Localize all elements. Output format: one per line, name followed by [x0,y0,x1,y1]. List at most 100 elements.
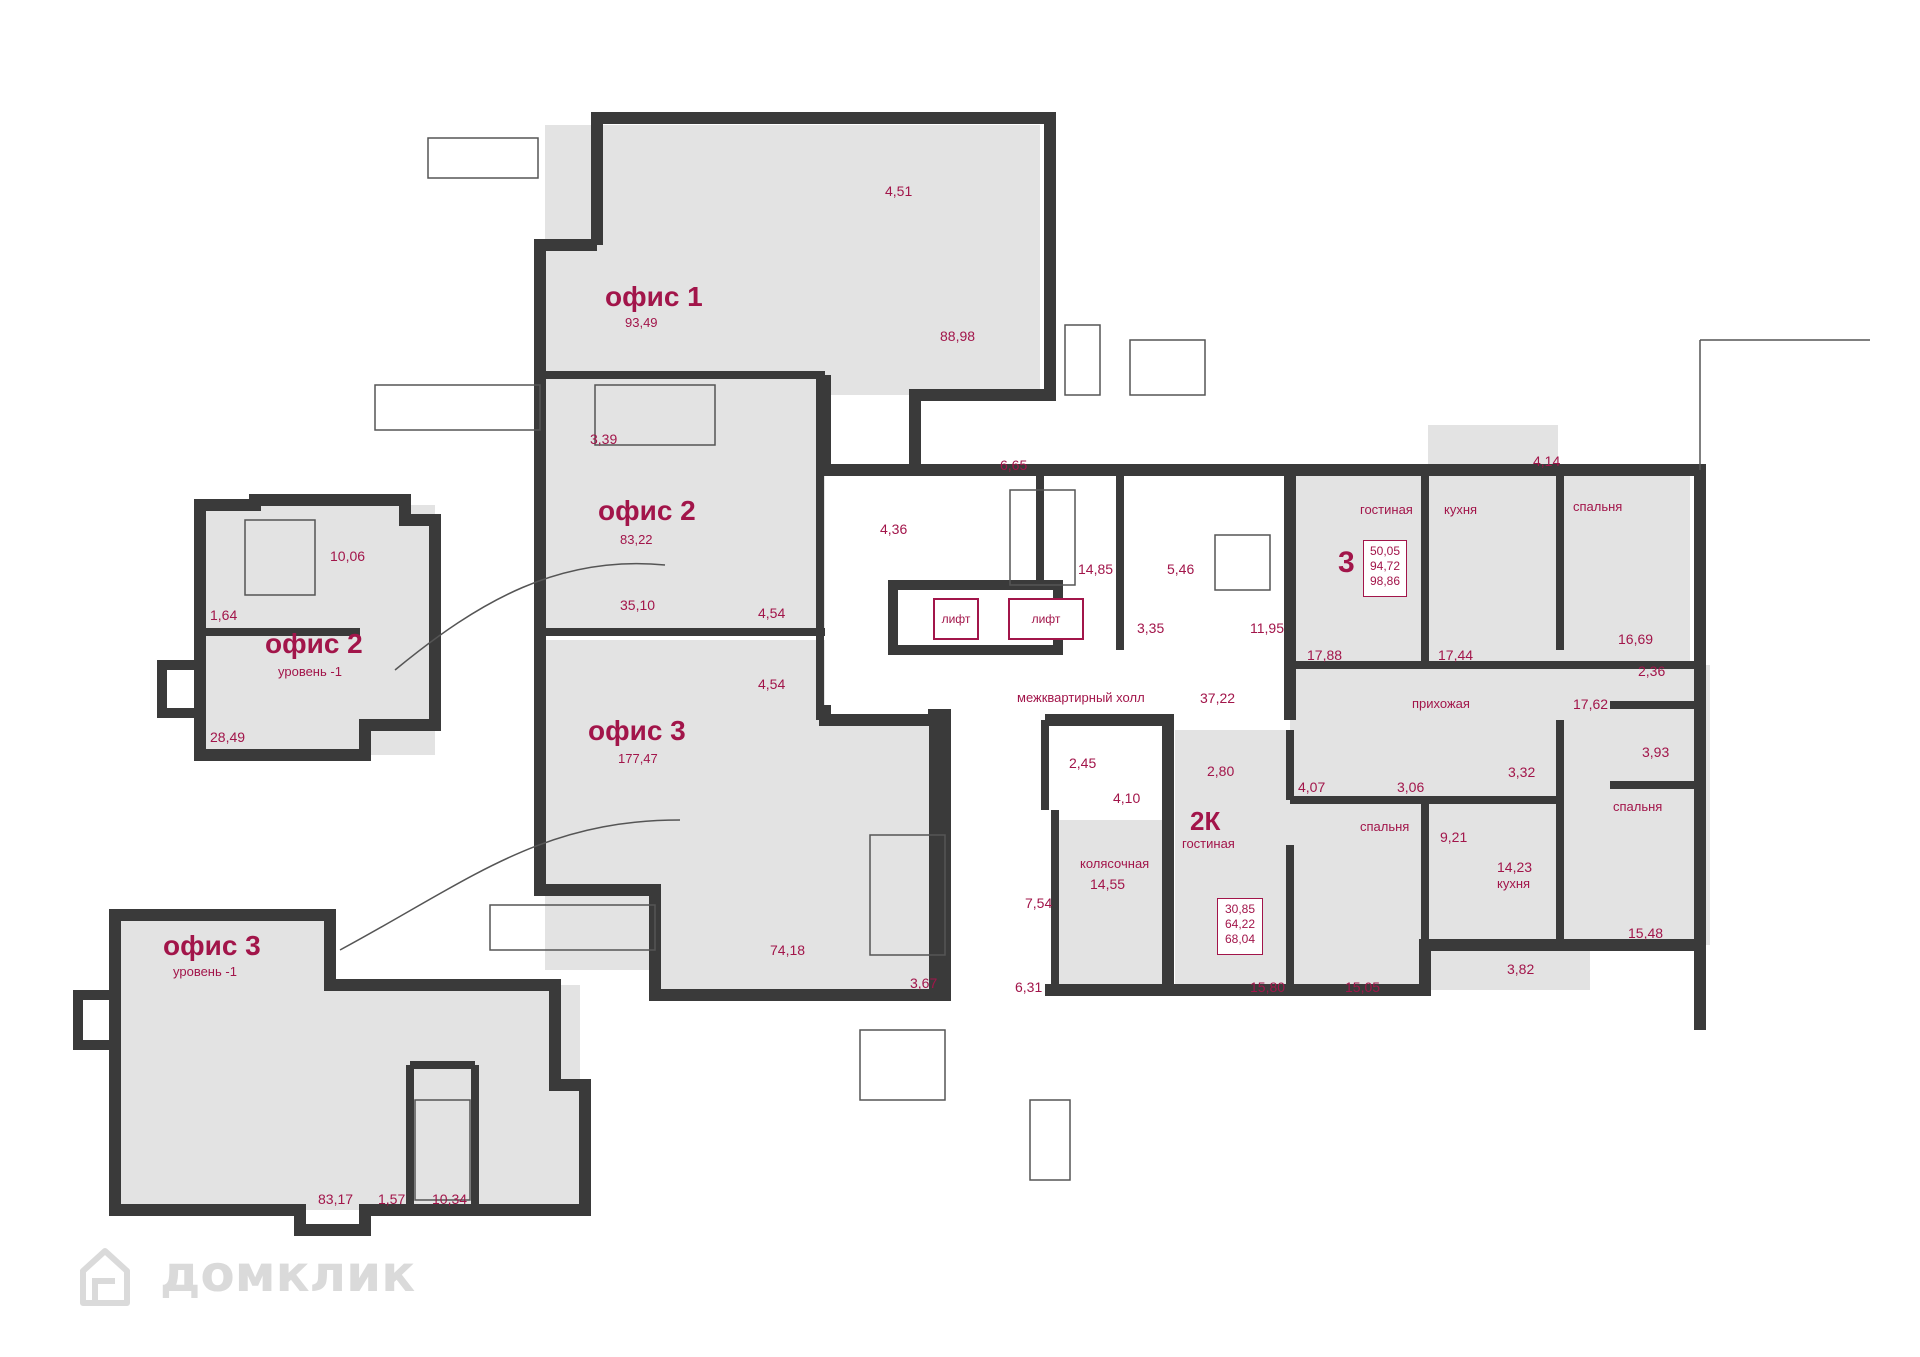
office3-lower-wall [109,909,591,1236]
area-a2-closet: 2,80 [1207,763,1235,779]
room-hall: межквартирный холл [1017,690,1145,705]
apt2k-totals: 30,85 64,22 68,04 [1217,898,1263,955]
apt2k-code: 2К [1190,806,1221,836]
apt3-code: 3 [1338,546,1355,579]
core-wall [915,464,1296,720]
apt3-total-living: 50,05 [1369,544,1401,558]
office3-total: 177,47 [618,751,658,766]
office3-lower-title: офис 3 [163,930,261,961]
office3-ext-wall [819,705,941,995]
apt2k-room-bed: спальня [1360,819,1410,834]
area-a2-living: 15,80 [1250,979,1286,995]
porch-1 [427,137,539,179]
area-corr-436: 4,36 [880,521,908,537]
area-wc-410: 4,10 [1113,790,1141,806]
office1-total: 93,49 [625,315,658,330]
area-a3-loggia: 4,14 [1533,453,1561,469]
apt3-room-bed1: спальня [1573,499,1623,514]
apt3-loggia-floor [1428,425,1558,470]
lift-2: лифт [1008,598,1084,640]
apt3-total-area: 94,72 [1369,559,1401,573]
area-wc-245: 2,45 [1069,755,1097,771]
area-o3l-small: 1,57 [378,1191,406,1207]
porch-2 [374,384,541,431]
office3-lower-window [73,990,120,1050]
area-vest-754: 7,54 [1025,895,1053,911]
stairs-top2 [1064,324,1101,396]
area-a3-hall: 17,62 [1573,696,1609,712]
apt2k-total-area: 64,22 [1224,917,1256,931]
lower-stair2 [244,519,316,596]
area-stair-665: 6,65 [1000,457,1028,473]
office3-lower-floor-c [115,915,325,1015]
office2-total: 83,22 [620,532,653,547]
area-a2-corr: 9,21 [1440,829,1468,845]
porch-3 [489,904,656,951]
area-o3-stairs: 3,67 [910,975,938,991]
office1-stair [594,384,716,446]
area-o2l-small: 1,64 [210,607,238,623]
area-a2-loggia: 3,82 [1507,961,1535,977]
area-o3-main: 74,18 [770,942,806,958]
area-hall-335: 3,35 [1137,620,1165,636]
area-stroller: 14,55 [1090,876,1126,892]
area-hall: 37,22 [1200,690,1236,706]
area-o3l-stairs: 10,34 [432,1191,468,1207]
apt3-room-bed2: спальня [1613,799,1663,814]
watermark: домклик [160,1245,416,1303]
area-a3-living: 17,88 [1307,647,1343,663]
area-a2-bath2: 3,06 [1397,779,1425,795]
area-o2-main: 35,10 [620,597,656,613]
arrow-o2-lower [394,562,666,671]
area-a3-bed1: 16,69 [1618,631,1654,647]
area-o3-wc: 4,54 [758,676,786,692]
office2-lower-window [157,660,205,718]
porch-4 [859,1029,946,1101]
office3-lower-level: уровень -1 [173,964,237,979]
office3-lower-floor-b [325,985,580,1210]
apt3-room-entry: прихожая [1412,696,1470,711]
stairs-top [1129,339,1206,396]
office2-floor [545,380,825,630]
apt3-totals: 50,05 94,72 98,86 [1363,540,1407,597]
area-lobby-546: 5,46 [1167,561,1195,577]
area-o1-main: 88,98 [940,328,976,344]
area-hall-1195: 11,95 [1250,620,1284,636]
area-a2-bath1: 4,07 [1298,779,1326,795]
area-a3-bed2: 15,48 [1628,925,1664,941]
office3-stair [869,834,946,956]
apt3-floor [1290,470,1690,665]
area-a2-kitchen: 14,23 [1497,859,1533,875]
office3-title: офис 3 [588,715,686,746]
area-o2-stairs: 3,39 [590,431,618,447]
office1-floor [545,125,1040,395]
apt3-room-living: гостиная [1360,502,1413,517]
office2-lower-wall [194,494,441,761]
office2-lower-level: уровень -1 [278,664,342,679]
lower-stair3 [414,1099,471,1201]
area-a3-wc: 2,36 [1638,663,1666,679]
apt2k-room-kitchen: кухня [1497,876,1531,891]
stroller-floor [1058,820,1168,990]
area-a3-bath: 3,93 [1642,744,1670,760]
area-a3-closet: 3,32 [1508,764,1536,780]
apt2k-room-living: гостиная [1182,836,1235,851]
arrow-o3-lower [339,819,681,951]
area-o2l-main: 28,49 [210,729,246,745]
area-o3l-main: 83,17 [318,1191,354,1207]
office1-left-wall [534,239,597,375]
core-stair [1009,489,1076,586]
porch-5 [1029,1099,1071,1181]
area-o2-wc: 4,54 [758,605,786,621]
west-wall [534,375,951,1001]
office1-wall [591,112,1056,476]
home-logo-icon [80,1248,130,1306]
area-a2-bed: 15,05 [1345,979,1381,995]
office2-title: офис 2 [598,495,696,526]
apt2k-wall [1162,720,1560,996]
room-stroller: колясочная [1080,856,1150,871]
core-stair2 [1214,534,1271,591]
apt3-total-full: 98,86 [1369,574,1401,588]
area-o1-wc: 4,51 [885,183,913,199]
area-a3-kitchen: 17,44 [1438,647,1474,663]
